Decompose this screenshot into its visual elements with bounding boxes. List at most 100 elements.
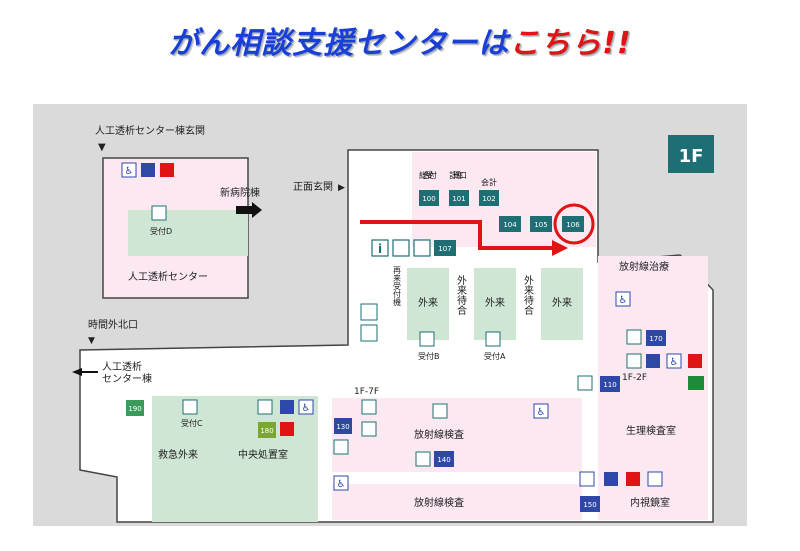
- male-restroom-icon-right: [646, 354, 660, 368]
- counter-107-num: 107: [438, 245, 451, 253]
- stairs-1f7f-label: 1F-7F: [354, 387, 379, 397]
- counter-100-num: 100: [422, 195, 435, 203]
- treatment-label: 中央処置室: [238, 448, 288, 461]
- male-restroom-icon-endo: [604, 472, 618, 486]
- dialysis-green: [128, 210, 248, 256]
- cafe-icon: [360, 324, 378, 342]
- escalator-icon-right: [577, 375, 593, 391]
- female-restroom-icon-right: [688, 354, 702, 368]
- main-entrance-label: 正面玄関: [293, 180, 333, 193]
- headline-accent: こちら!!: [509, 26, 632, 61]
- wheelchair-icon-radio: [533, 403, 549, 419]
- counter-102-num: 102: [482, 195, 495, 203]
- wheelchair-radio2-glyph: ♿: [337, 479, 346, 490]
- counter-110-num: 110: [603, 381, 616, 389]
- dialysis-entrance-arrow: ▼: [98, 142, 106, 153]
- reception-140-icon: [415, 451, 431, 467]
- counter-140-badge: [434, 451, 454, 467]
- reception-b-label: 受付B: [418, 351, 440, 361]
- to-dialysis-label-1: 人工透析: [102, 360, 142, 373]
- outpatient-room-2: [474, 268, 516, 340]
- counter-102-label: 会計: [481, 177, 497, 187]
- counter-130-num: 130: [336, 423, 349, 431]
- reception-machine-label: 再来受付機: [393, 266, 402, 307]
- wheelchair-icon-endo: [579, 471, 595, 487]
- reception-d-label: 受付D: [150, 226, 172, 236]
- main-entrance-arrow: ▶: [338, 183, 345, 193]
- counter-100-badge: [419, 190, 439, 206]
- guidance-arrow-head: [552, 240, 568, 256]
- treatment-room: [216, 396, 318, 522]
- reception-a-icon: [485, 331, 501, 347]
- escalator-icon: [360, 303, 378, 321]
- counter-106-badge: [562, 216, 584, 232]
- page-headline: がん相談支援センターはこちら!!: [0, 18, 800, 62]
- wheelchair-rt-glyph: ♿: [619, 295, 628, 306]
- emergency-label: 救急外来: [158, 448, 198, 461]
- emergency-room: [152, 396, 216, 522]
- counter-190-badge: [126, 400, 144, 416]
- outpatient-2-label: 外来: [485, 297, 505, 309]
- main-lobby-pink: [412, 152, 596, 247]
- atm-icon: [413, 239, 431, 257]
- wheelchair-right-glyph: ♿: [670, 357, 679, 368]
- elevator-icon-2: [361, 421, 377, 437]
- counter-130-badge: [334, 418, 352, 434]
- info-glyph: i: [378, 242, 382, 256]
- counter-105-badge: [530, 216, 552, 232]
- info-icon: [371, 239, 389, 257]
- radiotherapy-label: 放射線治療: [619, 260, 669, 273]
- reception-c-label: 受付C: [181, 418, 203, 428]
- physiology-label: 生理検査室: [626, 424, 676, 437]
- reception-treatment-icon: [257, 399, 273, 415]
- counter-150-num: 150: [583, 501, 596, 509]
- wheelchair-icon-treat: [298, 399, 314, 415]
- outpatient-room-3: [541, 268, 583, 340]
- reception-b-icon: [419, 331, 435, 347]
- counter-190-num: 190: [128, 405, 141, 413]
- reception-a-label: 受付A: [484, 351, 506, 361]
- headline-main: がん相談支援センターは: [168, 26, 510, 61]
- floor-label: 1F: [679, 146, 704, 167]
- reception-170-icon: [626, 329, 642, 345]
- female-restroom-icon-treat: [280, 422, 294, 436]
- male-restroom-icon: [141, 163, 155, 177]
- wheelchair-icon: [121, 162, 137, 178]
- reception-icon: [151, 205, 167, 221]
- counter-170-badge: [646, 330, 666, 346]
- elevator-icon-right: [626, 353, 642, 369]
- outpatient-1-label: 外来: [418, 297, 438, 309]
- new-ward-label: 新病院棟: [220, 186, 260, 199]
- emergency-exit-icon: [688, 376, 704, 390]
- counter-101-label: 計算窓口: [449, 170, 467, 180]
- outpatient-3-label: 外来: [552, 297, 572, 309]
- outpatient-waiting-2-label: 外来待合: [522, 275, 534, 316]
- dialysis-entrance-label: 人工透析センター棟玄関: [95, 124, 205, 137]
- night-entrance-arrow: ▼: [88, 336, 95, 346]
- counter-105-num: 105: [534, 221, 547, 229]
- to-dialysis-arrow: [72, 368, 98, 376]
- night-entrance-label: 時間外北口: [88, 319, 138, 331]
- counter-180-badge: [258, 422, 276, 438]
- female-restroom-icon-endo: [626, 472, 640, 486]
- wheelchair-icon-endo2: [647, 471, 663, 487]
- wheelchair-treat-glyph: ♿: [302, 403, 311, 414]
- outpatient-waiting-1-label: 外来待合: [455, 275, 467, 316]
- new-ward-arrow: [236, 202, 262, 218]
- cancer-support-highlight-circle: [553, 203, 595, 245]
- counter-104-num: 104: [503, 221, 517, 229]
- male-restroom-icon-treat: [280, 400, 294, 414]
- counter-107-badge: [434, 240, 456, 256]
- counter-106-num: 106: [566, 221, 580, 229]
- counter-101-badge: [449, 190, 469, 206]
- reception-130-icon: [333, 439, 349, 455]
- outpatient-room-1: [407, 268, 449, 340]
- guidance-arrow: [360, 220, 552, 250]
- counter-170-num: 170: [649, 335, 662, 343]
- counter-102-badge: [479, 190, 499, 206]
- counter-104-badge: [499, 216, 521, 232]
- wheelchair-icon-right: [666, 353, 682, 369]
- counter-100-label: 総合受付: [419, 170, 437, 180]
- phone-icon: [392, 239, 410, 257]
